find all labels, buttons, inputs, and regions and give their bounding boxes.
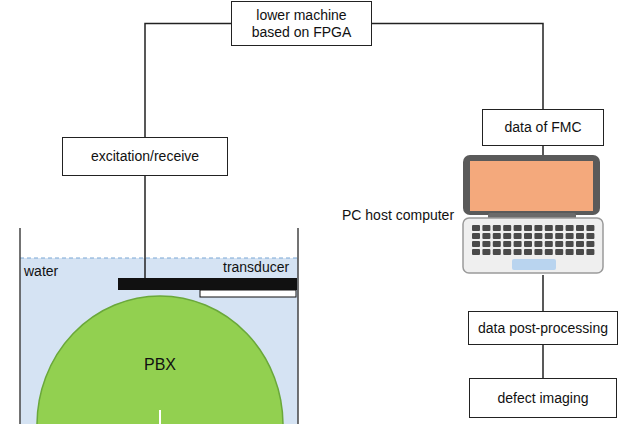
laptop-base [463, 218, 603, 273]
keyboard-key [472, 225, 480, 231]
process-box: data post-processing [468, 311, 618, 345]
keyboard-key [503, 241, 511, 247]
transducer-probe: transducer [118, 278, 297, 298]
keyboard-key [482, 249, 490, 255]
transducer-face [200, 290, 296, 297]
box-label: data post-processing [478, 320, 608, 337]
keyboard-key [524, 233, 532, 239]
specimen-dome: PBX [35, 294, 285, 424]
part-label: PBX [35, 356, 285, 374]
box-label: defect imaging [497, 390, 588, 407]
keyboard-key [586, 233, 594, 239]
keyboard-key [555, 225, 563, 231]
keyboard-key [545, 233, 553, 239]
computer-icon: PC host computer [300, 155, 610, 275]
process-box: excitation/receive [62, 137, 228, 176]
process-box: data of FMC [482, 109, 604, 146]
keyboard-key [586, 249, 594, 255]
keyboard-key [472, 241, 480, 247]
box-label: data of FMC [504, 119, 581, 136]
transducer-drawing [118, 278, 297, 298]
keyboard-key [493, 233, 501, 239]
keyboard-key [576, 233, 584, 239]
keyboard-key [514, 225, 522, 231]
keyboard-key [524, 241, 532, 247]
box-label: excitation/receive [91, 148, 199, 165]
keyboard-key [472, 233, 480, 239]
keyboard-key [566, 233, 574, 239]
keyboard-key [534, 241, 542, 247]
connector-line [542, 146, 544, 155]
keyboard-key [524, 225, 532, 231]
transducer-body [118, 278, 297, 290]
keyboard-key [493, 225, 501, 231]
keyboard-key [493, 249, 501, 255]
keyboard-key [545, 241, 553, 247]
keyboard-key [555, 233, 563, 239]
connector-line [542, 275, 544, 311]
keyboard-key [534, 233, 542, 239]
keyboard-key [534, 249, 542, 255]
connector-line [144, 176, 146, 278]
keyboard-key [524, 249, 532, 255]
keyboard-key [555, 241, 563, 247]
keyboard-key [566, 249, 574, 255]
keyboard-key [545, 249, 553, 255]
keyboard-key [482, 225, 490, 231]
region-label: water [24, 263, 58, 279]
keyboard-key [503, 225, 511, 231]
process-box: defect imaging [469, 378, 617, 418]
keyboard-key [482, 233, 490, 239]
keyboard-key [576, 249, 584, 255]
trackpad [512, 259, 556, 270]
keyboard-key [472, 249, 480, 255]
keyboard-key [586, 225, 594, 231]
keyboard-key [566, 225, 574, 231]
keyboard-key [534, 225, 542, 231]
defect-mark [159, 410, 161, 424]
keyboard-key [493, 241, 501, 247]
water-surface [20, 257, 298, 258]
keyboard-key [514, 249, 522, 255]
keyboard-key [482, 241, 490, 247]
laptop-screen [470, 161, 593, 211]
laptop-screen-frame [463, 155, 600, 215]
box-label: lower machine based on FPGA [240, 7, 363, 41]
tank-wall [297, 228, 299, 424]
keyboard-key [586, 241, 594, 247]
connector-line [145, 24, 231, 138]
keyboard-key [503, 249, 511, 255]
keyboard-key [545, 225, 553, 231]
keyboard-key [514, 241, 522, 247]
keyboard-key [566, 241, 574, 247]
process-box: lower machine based on FPGA [231, 1, 372, 46]
tank-wall [19, 228, 21, 424]
keyboard-key [555, 249, 563, 255]
keyboard-key [576, 225, 584, 231]
part-label: PC host computer [340, 207, 456, 223]
water-fill [20, 258, 298, 424]
keyboard-key [514, 233, 522, 239]
keyboard-key [576, 241, 584, 247]
keyboard-key [503, 233, 511, 239]
connector-line [372, 24, 543, 110]
part-label: transducer [223, 259, 289, 275]
connector-line [542, 345, 544, 378]
